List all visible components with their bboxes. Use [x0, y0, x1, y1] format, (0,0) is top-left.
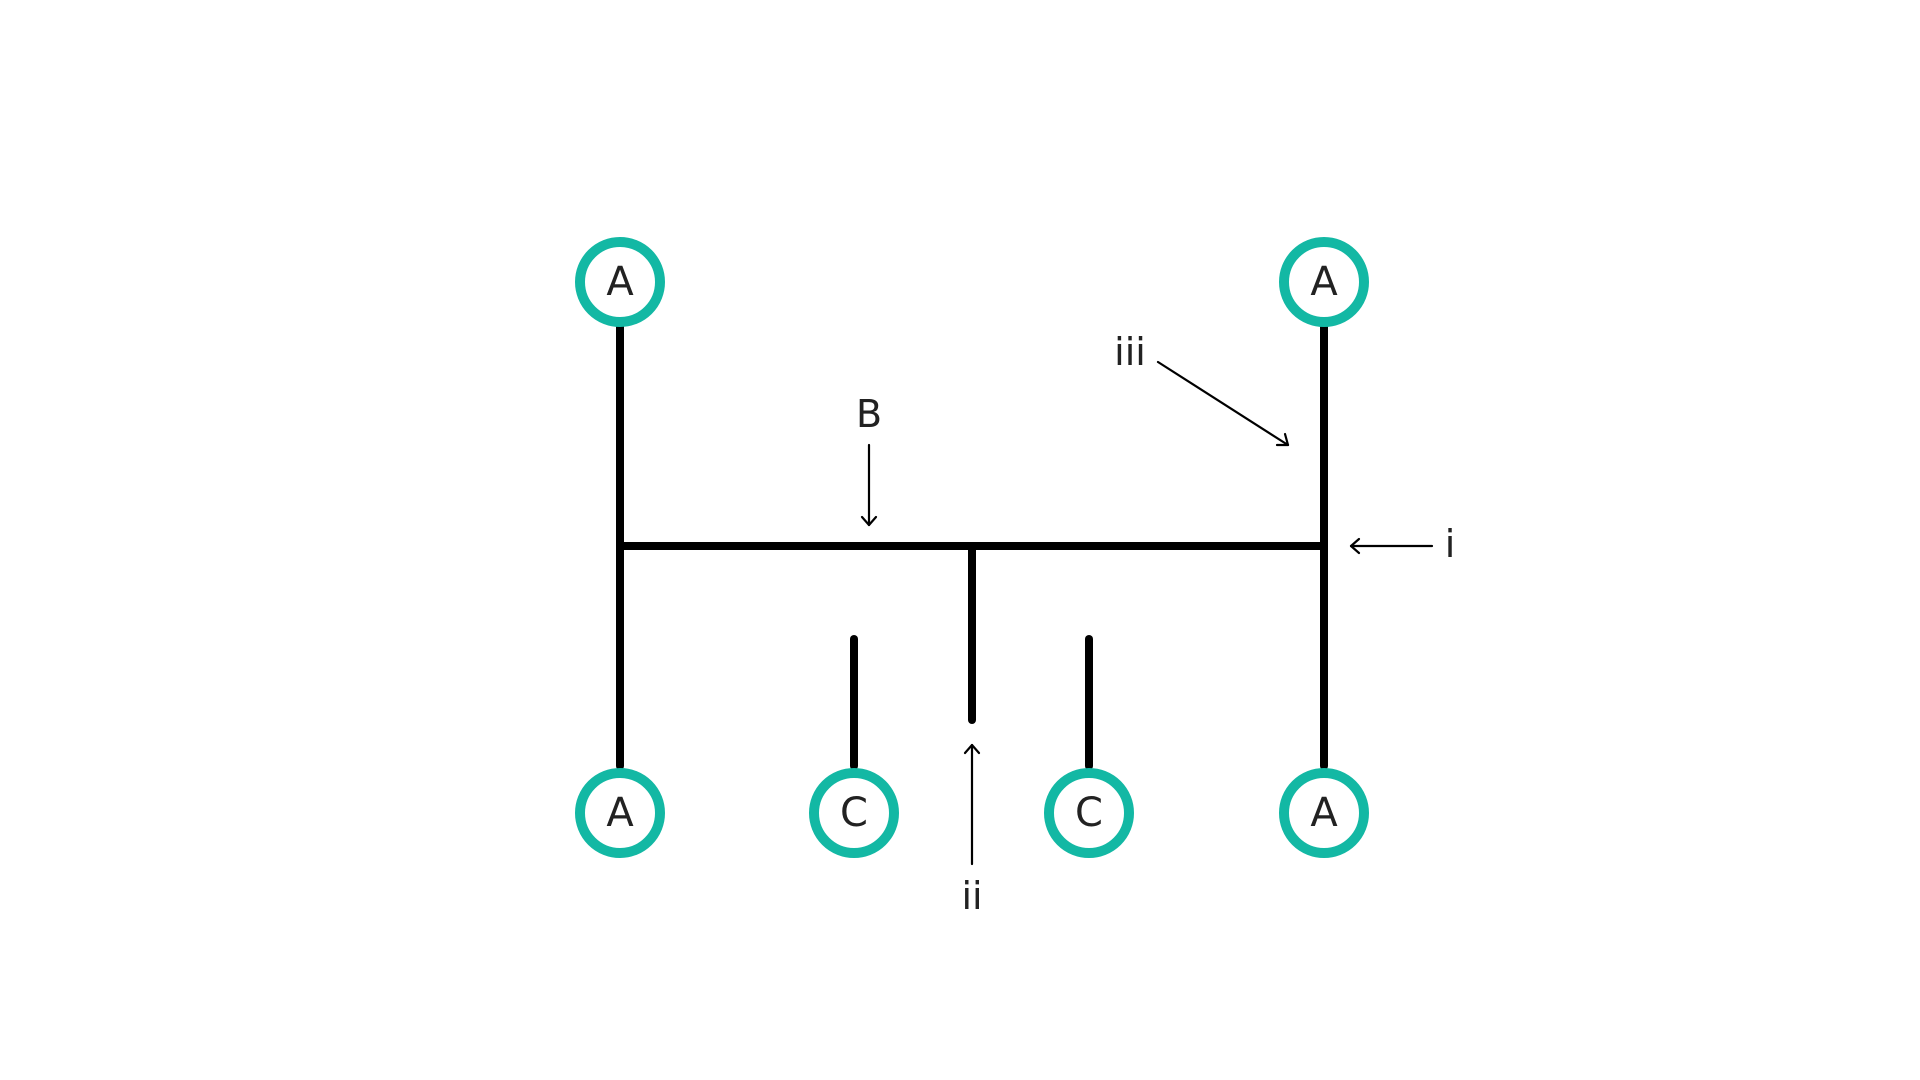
arrow-iii-head: [1275, 432, 1290, 447]
node-bottom-inner-right: C: [1044, 768, 1134, 858]
node-bottom-right: A: [1279, 768, 1369, 858]
skeleton-bonds: [616, 321, 1328, 770]
node-label: A: [606, 259, 634, 305]
label-ii: ii: [961, 874, 982, 918]
arrow-iii-shaft: [1156, 360, 1290, 447]
node-label: A: [1310, 259, 1338, 305]
node-label: C: [1075, 790, 1103, 836]
node-label: C: [840, 790, 868, 836]
arrow-i-head: [1349, 537, 1361, 555]
annotation-i: i: [1349, 522, 1456, 566]
node-bottom-left: A: [575, 768, 665, 858]
node-label: A: [606, 790, 634, 836]
arrow-b-head: [860, 515, 878, 527]
node-ring: [575, 768, 665, 858]
arrow-ii-head: [963, 743, 981, 755]
node-ring: [1044, 768, 1134, 858]
label-b: B: [856, 392, 882, 436]
label-iii: iii: [1114, 330, 1146, 374]
label-i: i: [1445, 522, 1456, 566]
node-ring: [575, 237, 665, 327]
annotation-iii: iii: [1114, 330, 1290, 447]
node-top-left: A: [575, 237, 665, 327]
node-top-right: A: [1279, 237, 1369, 327]
node-label: A: [1310, 790, 1338, 836]
node-bottom-inner-left: C: [809, 768, 899, 858]
node-ring: [809, 768, 899, 858]
annotation-ii: ii: [961, 743, 983, 918]
node-ring: [1279, 768, 1369, 858]
annotation-b: B: [856, 392, 882, 527]
node-ring: [1279, 237, 1369, 327]
